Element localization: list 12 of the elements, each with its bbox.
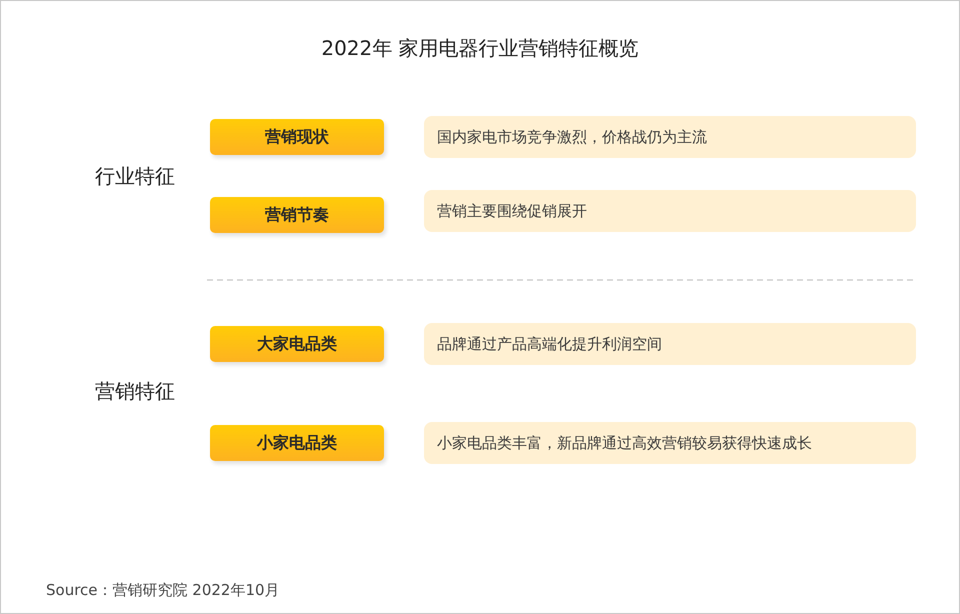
description-panel: 营销主要围绕促销展开 [424,190,916,232]
description-panel: 小家电品类丰富，新品牌通过高效营销较易获得快速成长 [424,422,916,464]
section-heading: 营销特征 [95,378,175,405]
category-pill: 小家电品类 [210,425,384,461]
category-pill: 营销现状 [210,119,384,155]
source-note: Source：营销研究院 2022年10月 [46,581,280,600]
section-heading: 行业特征 [95,163,175,190]
description-panel: 品牌通过产品高端化提升利润空间 [424,323,916,365]
description-panel: 国内家电市场竞争激烈，价格战仍为主流 [424,116,916,158]
category-pill: 营销节奏 [210,197,384,233]
title: 2022年 家用电器行业营销特征概览 [320,35,640,62]
category-pill: 大家电品类 [210,326,384,362]
